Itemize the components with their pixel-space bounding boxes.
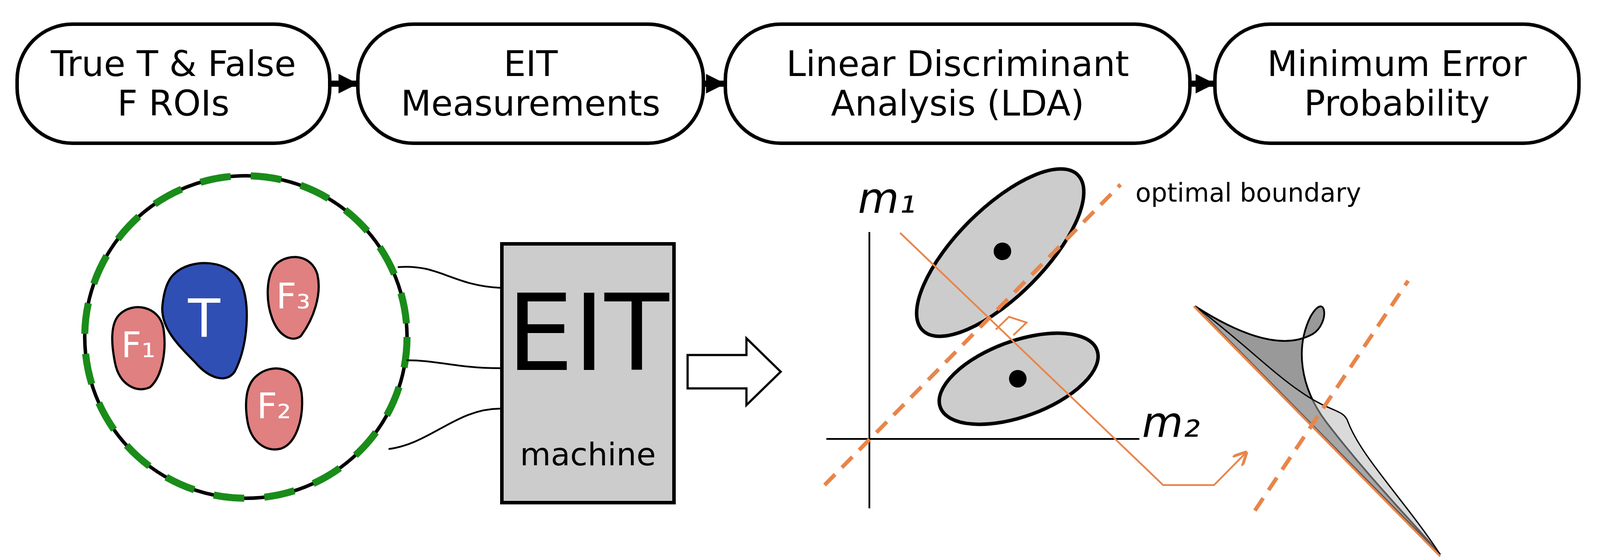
axis: [826, 437, 1154, 440]
axis: [868, 231, 871, 509]
flow-arrow: [705, 80, 724, 87]
node-text: machine: [519, 436, 656, 473]
roi-blob: T: [160, 256, 249, 380]
node-text: Minimum Error Probability: [1234, 44, 1560, 123]
wire: [388, 408, 501, 449]
right-angle: [995, 316, 1027, 336]
roi-blob: F₁: [110, 301, 166, 390]
process-box: Linear Discriminant Analysis (LDA): [723, 22, 1192, 145]
blob-shape: [245, 368, 303, 450]
node-text: F₁: [121, 325, 156, 365]
projection-axis: [1193, 306, 1441, 556]
domain-circle: [84, 175, 408, 498]
node-text: F₂: [256, 386, 292, 426]
flow-arrow: [1191, 80, 1214, 87]
projection-line: [900, 232, 1247, 485]
class-ellipse: [927, 314, 1110, 443]
node-text: True T & False F ROIs: [36, 44, 311, 123]
hollow-arrow: [687, 338, 781, 405]
boundary-label: optimal boundary: [1132, 177, 1364, 208]
optimal-boundary: [824, 184, 1121, 485]
node-text: Linear Discriminant Analysis (LDA): [744, 44, 1171, 123]
blob-shape: [111, 306, 165, 390]
node-text: T: [187, 288, 220, 348]
flow-arrow: [331, 80, 357, 87]
roi-blob: F₃: [265, 252, 321, 341]
wire: [397, 266, 501, 288]
class-mean: [993, 242, 1012, 260]
machine-box: EIT machine: [500, 241, 676, 505]
node-text: F₃: [276, 276, 311, 317]
blob-shape: [162, 263, 247, 379]
roi-blob: F₂: [243, 362, 305, 451]
axis-label: m₁: [855, 173, 919, 223]
wire: [406, 360, 501, 368]
axis-label: m₂: [1139, 397, 1203, 447]
process-box: Minimum Error Probability: [1213, 22, 1581, 145]
blob-shape: [267, 256, 319, 339]
electrodes: [84, 175, 408, 498]
threshold: [1254, 280, 1409, 511]
process-box: True T & False F ROIs: [15, 22, 332, 145]
node-text: EIT: [506, 274, 669, 393]
process-box: EIT Measurements: [356, 22, 706, 145]
class-mean: [1009, 369, 1027, 388]
node-text: EIT Measurements: [377, 44, 685, 123]
